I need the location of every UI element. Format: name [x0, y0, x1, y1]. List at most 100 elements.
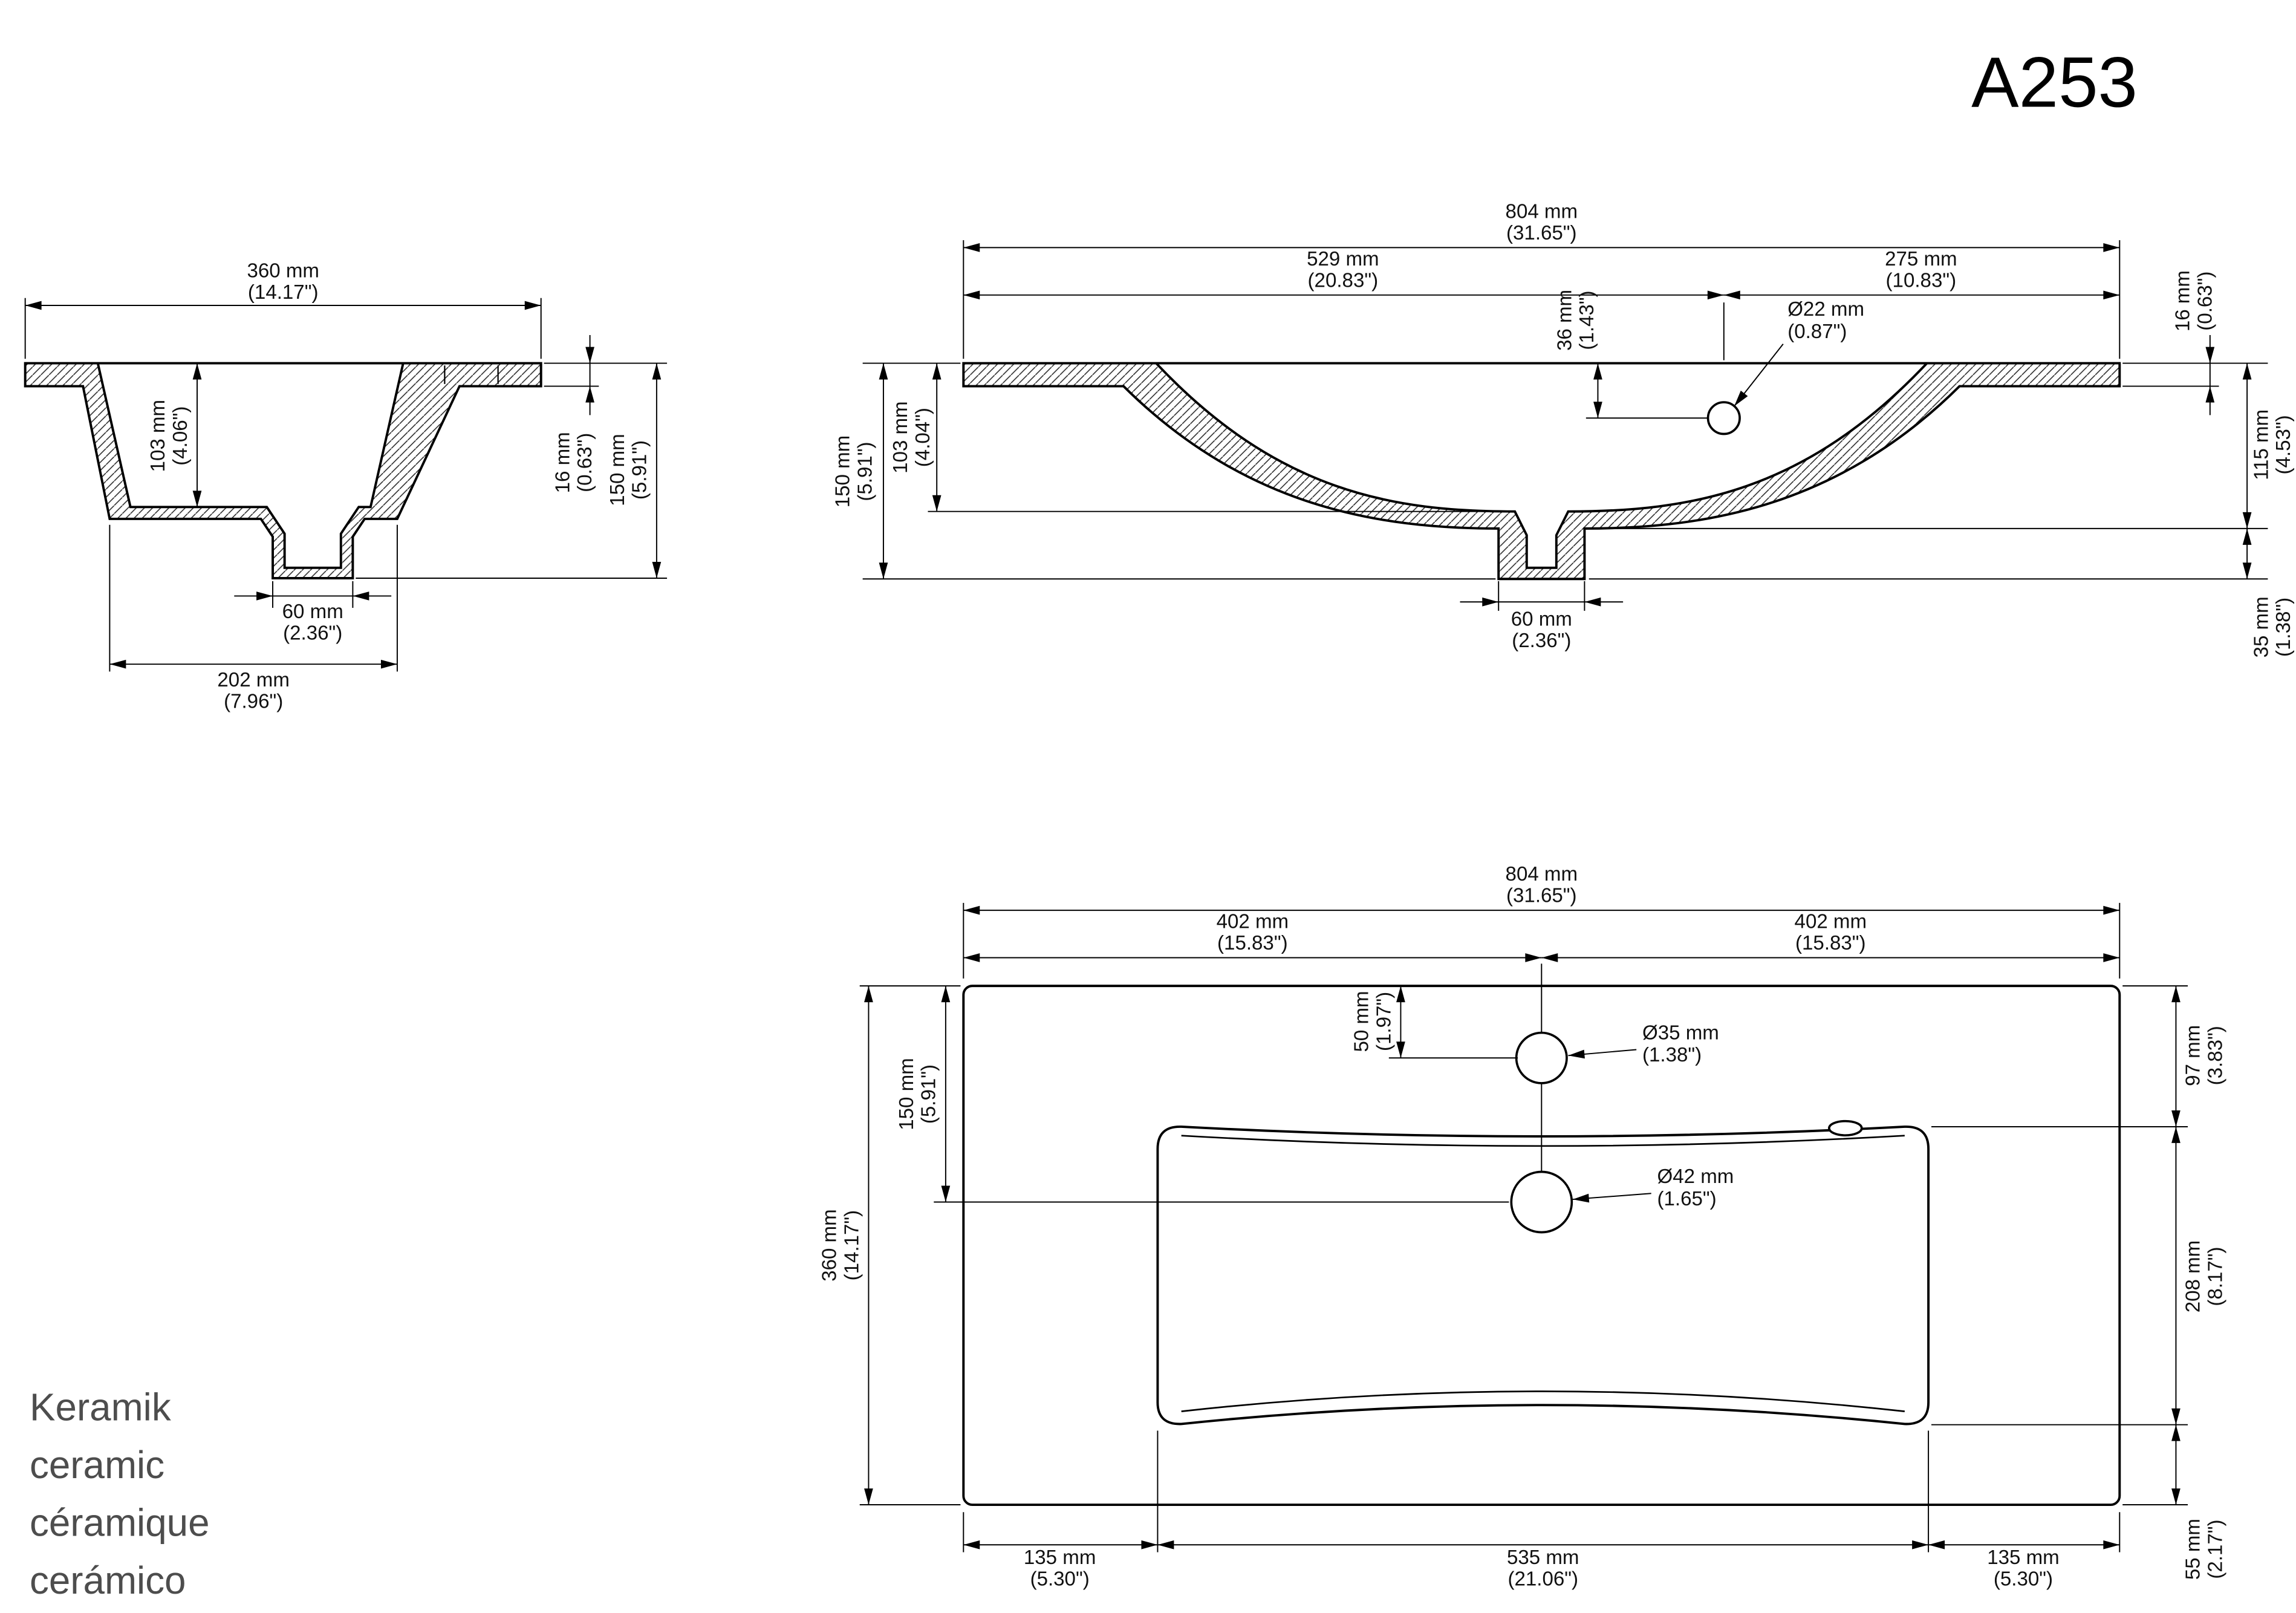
dim-plan-front: 55 mm (2.17") — [2122, 1424, 2226, 1580]
plan-view: 804 mm (31.65") 402 mm (15.83") 402 mm (… — [819, 863, 2227, 1591]
dim-plan-width: 804 mm (31.65") — [963, 863, 2121, 979]
dim-label: (8.17") — [2204, 1246, 2226, 1306]
dim-plan-basin: 208 mm (8.17") — [1931, 1126, 2226, 1426]
dim-plan-half-right: 402 mm (15.83") — [1541, 911, 2120, 962]
basin-outline — [1156, 1126, 1930, 1426]
dim-label: 804 mm — [1506, 200, 1578, 223]
side-sink-shell — [24, 362, 542, 579]
dim-label: 402 mm — [1217, 911, 1289, 933]
dim-label: 360 mm — [819, 1209, 841, 1282]
dim-label: (15.83") — [1217, 932, 1288, 954]
model-number: A253 — [1971, 42, 2138, 122]
dim-label: 135 mm — [1024, 1546, 1096, 1569]
front-section-view: 804 mm (31.65") 529 mm (20.83") 275 mm (… — [832, 200, 2295, 657]
dim-plan-faucet-offset: 50 mm (1.97") — [1351, 986, 1518, 1059]
dim-side-base: 202 mm (7.96") — [109, 524, 398, 712]
dim-label: (2.17") — [2204, 1520, 2226, 1579]
dim-label: Ø22 mm — [1787, 298, 1864, 321]
overflow-slot — [1828, 1119, 1863, 1137]
dim-front-drain-height: 35 mm (1.38") — [1589, 528, 2295, 657]
sink-outline — [962, 985, 2121, 1507]
dim-label: (2.36") — [283, 622, 342, 645]
dim-front-drain-width: 60 mm (2.36") — [1460, 581, 1624, 652]
dim-label: (20.83") — [1308, 269, 1379, 292]
dim-plan-back: 97 mm (3.83") — [1931, 985, 2226, 1127]
label-plan-drain-hole: Ø42 mm (1.65") — [1572, 1165, 1734, 1210]
dim-label: 208 mm — [2182, 1240, 2205, 1313]
dim-label: (5.91") — [854, 442, 876, 501]
dim-label: 35 mm — [2250, 596, 2272, 657]
dim-side-rim: 16 mm (0.63") — [544, 334, 599, 493]
dim-label: 97 mm — [2182, 1025, 2205, 1086]
dim-label: (1.38") — [2272, 598, 2295, 657]
dim-label: (14.17") — [248, 281, 319, 304]
label-plan-faucet-hole: Ø35 mm (1.38") — [1568, 1022, 1719, 1066]
dim-label: (4.06") — [169, 406, 192, 466]
material-label-en: ceramic — [30, 1443, 164, 1487]
dim-label: (10.83") — [1886, 269, 1957, 292]
dim-side-drain: 60 mm (2.36") — [234, 581, 392, 645]
dim-front-right: 275 mm (10.83") — [1723, 248, 2120, 300]
dim-label: (1.43") — [1576, 290, 1598, 350]
dim-label: 135 mm — [1987, 1546, 2060, 1569]
dim-label: 103 mm — [147, 400, 169, 472]
dim-front-left: 529 mm (20.83") — [963, 248, 1725, 360]
dim-label: 275 mm — [1885, 248, 1957, 270]
material-labels: Keramik ceramic céramique cerámico — [30, 1385, 210, 1602]
basin-front-slope-line — [1181, 1390, 1905, 1412]
dim-label: (5.91") — [629, 440, 651, 500]
dim-label: 150 mm — [832, 435, 854, 508]
dim-label: 360 mm — [247, 259, 319, 282]
dim-label: 50 mm — [1351, 991, 1373, 1052]
dim-label: (4.04") — [912, 408, 934, 467]
faucet-hole — [1515, 1031, 1568, 1084]
dim-label: (4.53") — [2272, 415, 2295, 474]
dim-label: (0.63") — [574, 433, 596, 492]
side-section-view: 360 mm (14.17") 103 mm (4.06") 16 mm (0.… — [24, 259, 668, 712]
material-label-es: cerámico — [30, 1559, 186, 1602]
dim-label: 55 mm — [2182, 1519, 2205, 1580]
dim-plan-bottom-row: 135 mm (5.30") 535 mm (21.06") 135 mm (5… — [963, 1430, 2121, 1591]
dim-label: 115 mm — [2250, 409, 2272, 480]
dim-plan-depth: 360 mm (14.17") — [819, 985, 961, 1506]
dim-label: Ø42 mm — [1657, 1165, 1734, 1188]
front-sink-shell — [962, 362, 2121, 581]
dim-label: 535 mm — [1507, 1546, 1579, 1569]
dim-label: 402 mm — [1795, 911, 1867, 933]
drain-hole — [1510, 1170, 1573, 1234]
dim-plan-half-left: 402 mm (15.83") — [963, 911, 1542, 962]
dim-side-width: 360 mm (14.17") — [24, 259, 542, 359]
dim-plan-drain-offset: 150 mm (5.91") — [896, 986, 1509, 1203]
dim-label: (1.97") — [1373, 992, 1395, 1051]
dim-label: (31.65") — [1506, 885, 1577, 907]
dim-label: (3.83") — [2204, 1026, 2226, 1085]
dim-label: (31.65") — [1506, 222, 1577, 244]
material-label-de: Keramik — [30, 1385, 171, 1429]
dim-front-rim: 16 mm (0.63") — [2122, 270, 2219, 415]
dim-front-width: 804 mm (31.65") — [963, 200, 2121, 359]
dim-label: 103 mm — [889, 401, 912, 474]
dim-label: (5.91") — [918, 1064, 940, 1124]
dim-label: (21.06") — [1507, 1568, 1578, 1591]
dim-label: (0.87") — [1787, 321, 1847, 343]
dim-label: 150 mm — [607, 434, 629, 506]
dim-front-height: 150 mm (5.91") — [832, 362, 1496, 580]
dim-label: (0.63") — [2194, 272, 2216, 331]
dim-label: 16 mm — [551, 432, 574, 493]
dim-label: 60 mm — [1511, 608, 1572, 630]
material-label-fr: céramique — [30, 1501, 210, 1545]
dim-label: (14.17") — [841, 1210, 863, 1281]
dim-side-height: 150 mm (5.91") — [356, 362, 668, 579]
dim-label: (5.30") — [1030, 1568, 1090, 1591]
dim-label: 150 mm — [896, 1058, 918, 1130]
dim-label: (1.65") — [1657, 1188, 1717, 1210]
dim-label: (5.30") — [1994, 1568, 2053, 1591]
basin-back-slope-line — [1181, 1135, 1905, 1147]
dim-front-overflow-depth: 36 mm (1.43") — [1553, 290, 1708, 419]
dim-side-depth: 103 mm (4.06") — [147, 363, 202, 507]
label-front-overflow-hole: Ø22 mm (0.87") — [1734, 298, 1864, 407]
dim-label: 202 mm — [217, 669, 289, 691]
dim-label: 60 mm — [282, 601, 343, 623]
dim-label: (2.36") — [1512, 630, 1571, 652]
